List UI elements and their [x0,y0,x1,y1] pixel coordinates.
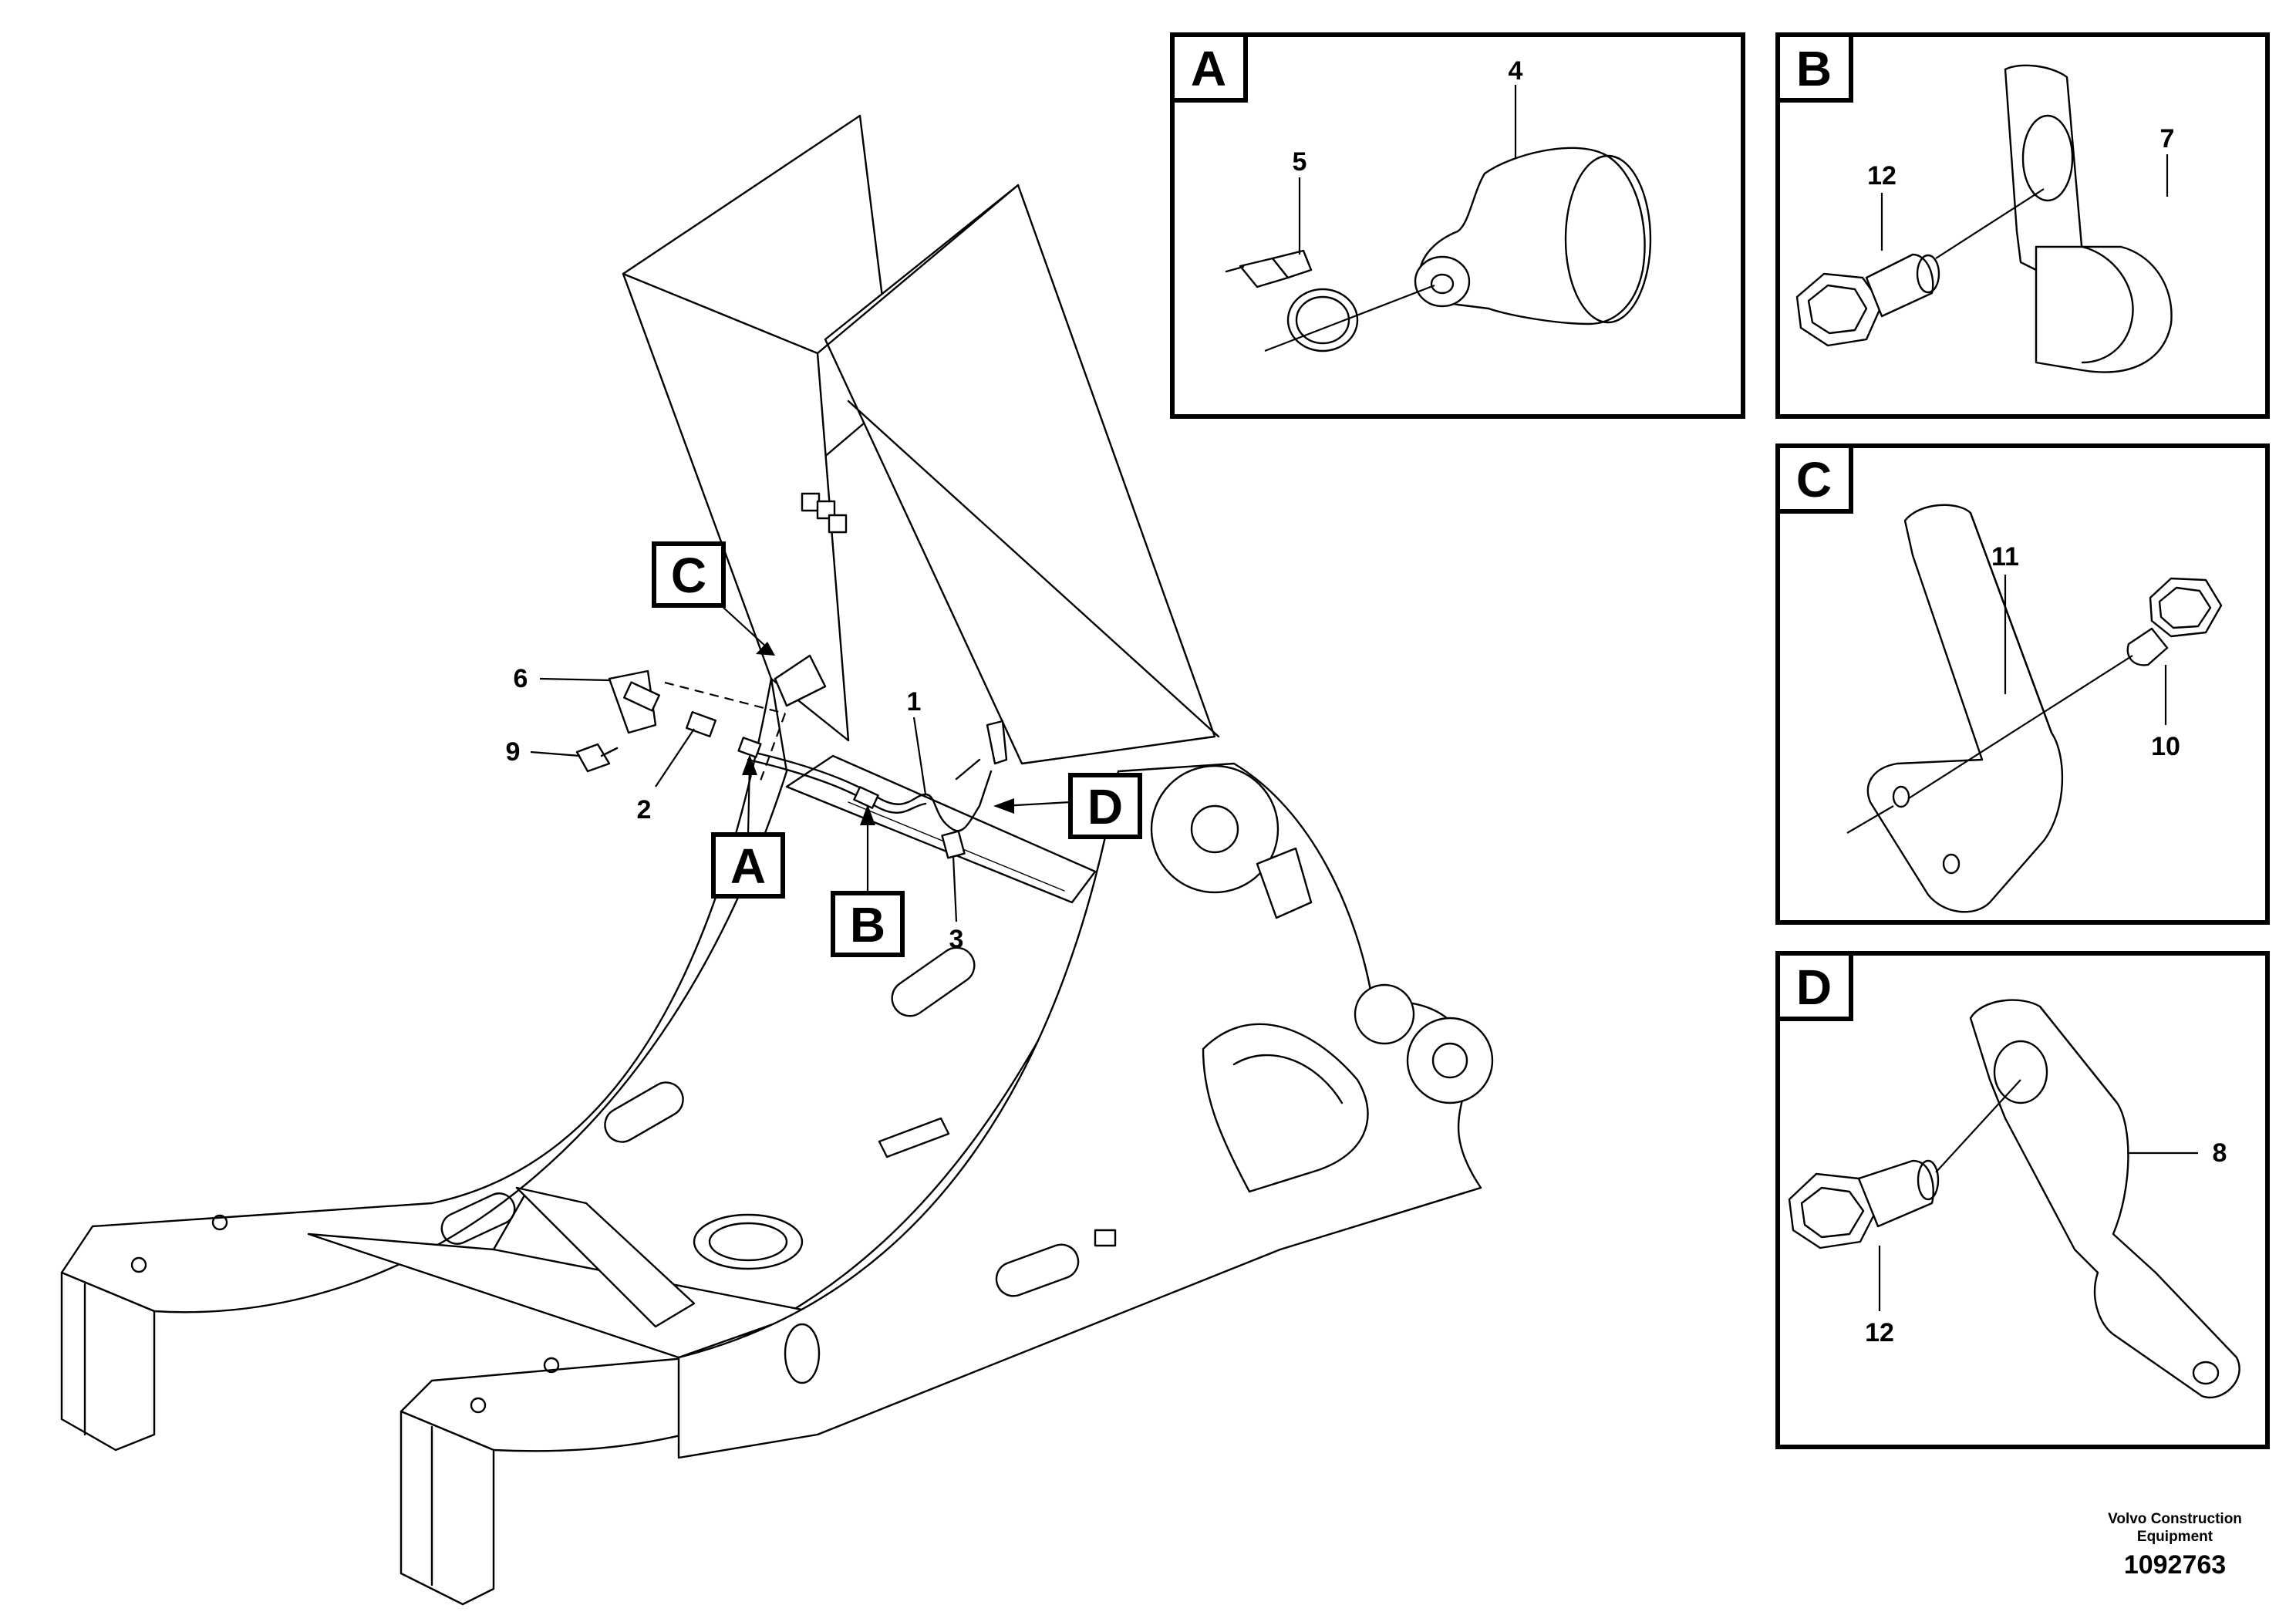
part-12-bolt [1795,272,1883,347]
main-body-block [677,762,1482,1459]
detail-panel-a: A 4 5 [1170,32,1745,419]
main-frame-drawing [60,114,1494,1606]
callout-12-b: 12 [1867,161,1896,191]
callout-10: 10 [2151,732,2180,761]
detail-panel-d: D 8 12 [1775,951,2270,1449]
part-8-bracket [1969,999,2240,1398]
view-tag-a: A [730,838,766,894]
callout-5: 5 [1293,147,1307,177]
footer: Volvo Construction Equipment 1092763 [2108,1511,2242,1580]
detail-b-tag: B [1796,41,1832,96]
callout-2: 2 [637,795,652,824]
detail-a-tag: A [1191,41,1226,96]
view-tag-a-box [711,832,785,899]
view-tag-c: C [671,548,706,603]
main-hose-assembly [575,654,1008,859]
view-tag-b-box [831,891,905,957]
credit-line-2: Equipment [2137,1529,2213,1545]
screw-9 [575,743,611,773]
access-opening [1202,1023,1369,1193]
credit-line-1: Volvo Construction [2108,1511,2242,1527]
callout-1: 1 [907,687,922,717]
detail-panel-c: C 11 10 [1775,443,2270,925]
side-panel [824,184,1216,765]
detail-d-tag: D [1796,959,1832,1015]
hinge-boss [1150,764,1279,894]
doc-number: 1092763 [2124,1550,2226,1580]
callout-9: 9 [506,737,521,767]
part-10-bolt [2149,577,2223,638]
part-4-cap [1418,147,1646,325]
detail-c-tag: C [1796,452,1832,508]
callout-8: 8 [2213,1138,2227,1168]
callout-4: 4 [1509,56,1523,86]
callout-6: 6 [514,664,528,693]
callout-3: 3 [949,925,964,954]
callout-11: 11 [1991,542,2019,572]
part-11-bracket [1866,504,2064,913]
view-tag-b: B [850,897,885,953]
view-tag-d-box [1068,773,1142,839]
left-curved-arm [60,677,788,1313]
detail-panel-b: B 12 7 [1775,32,2270,419]
callout-7: 7 [2160,124,2175,153]
view-tag-d: D [1087,779,1123,835]
view-tag-c-box [652,541,726,608]
main-view-callouts: 6 9 2 1 3 C A B D [506,541,1142,957]
hose-1 [750,750,993,832]
callout-12-d: 12 [1865,1318,1894,1347]
